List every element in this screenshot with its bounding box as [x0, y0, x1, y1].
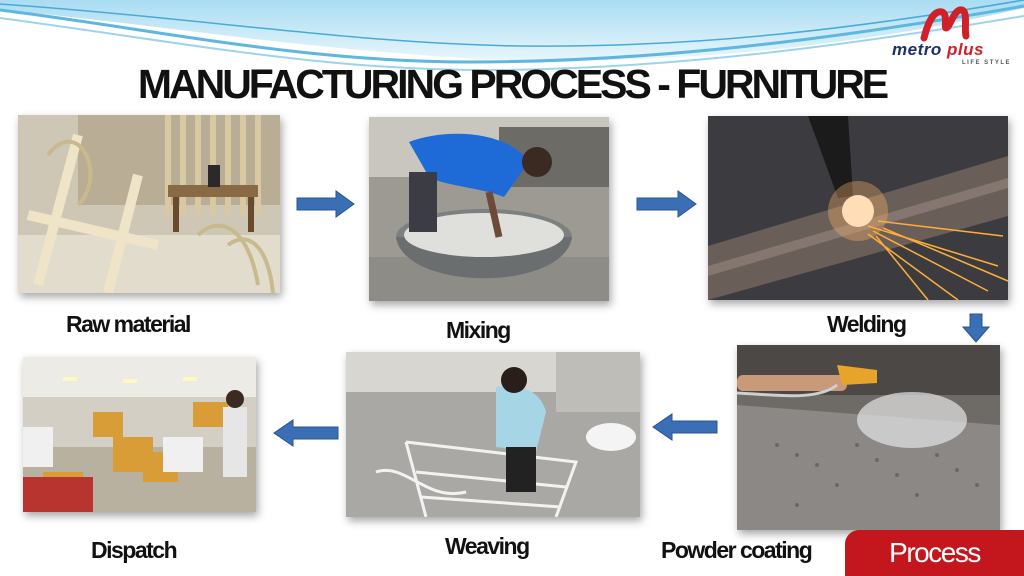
photo-welding — [708, 116, 1008, 300]
photo-dispatch — [23, 357, 256, 512]
arrow-left-icon — [273, 419, 339, 447]
photo-raw-material — [18, 115, 280, 293]
page-title: MANUFACTURING PROCESS - FURNITURE — [0, 58, 1024, 110]
label-raw-material: Raw material — [66, 311, 190, 338]
label-weaving: Weaving — [445, 533, 529, 560]
logo-brand: metro plus — [892, 40, 984, 60]
mixing-image — [369, 117, 609, 301]
arrow-right-icon — [296, 190, 356, 218]
label-powder-coating: Powder coating — [661, 537, 811, 564]
process-button[interactable]: Process — [845, 530, 1024, 576]
photo-powder-coating — [737, 345, 1000, 530]
photo-mixing — [369, 117, 609, 301]
label-welding: Welding — [827, 311, 906, 338]
workshop-image — [18, 115, 280, 293]
arrow-down-icon — [962, 313, 990, 343]
label-mixing: Mixing — [446, 317, 510, 344]
welding-image — [708, 116, 1008, 300]
label-dispatch: Dispatch — [91, 537, 176, 564]
photo-weaving — [346, 352, 640, 517]
arrow-right-icon — [636, 190, 698, 218]
arrow-left-icon — [652, 413, 718, 441]
powder-coating-image — [737, 345, 1000, 530]
logo-brand-part2: plus — [947, 40, 984, 59]
dispatch-image — [23, 357, 256, 512]
m-logo-icon — [920, 2, 970, 42]
weaving-image — [346, 352, 640, 517]
logo-brand-part1: metro — [892, 40, 942, 59]
